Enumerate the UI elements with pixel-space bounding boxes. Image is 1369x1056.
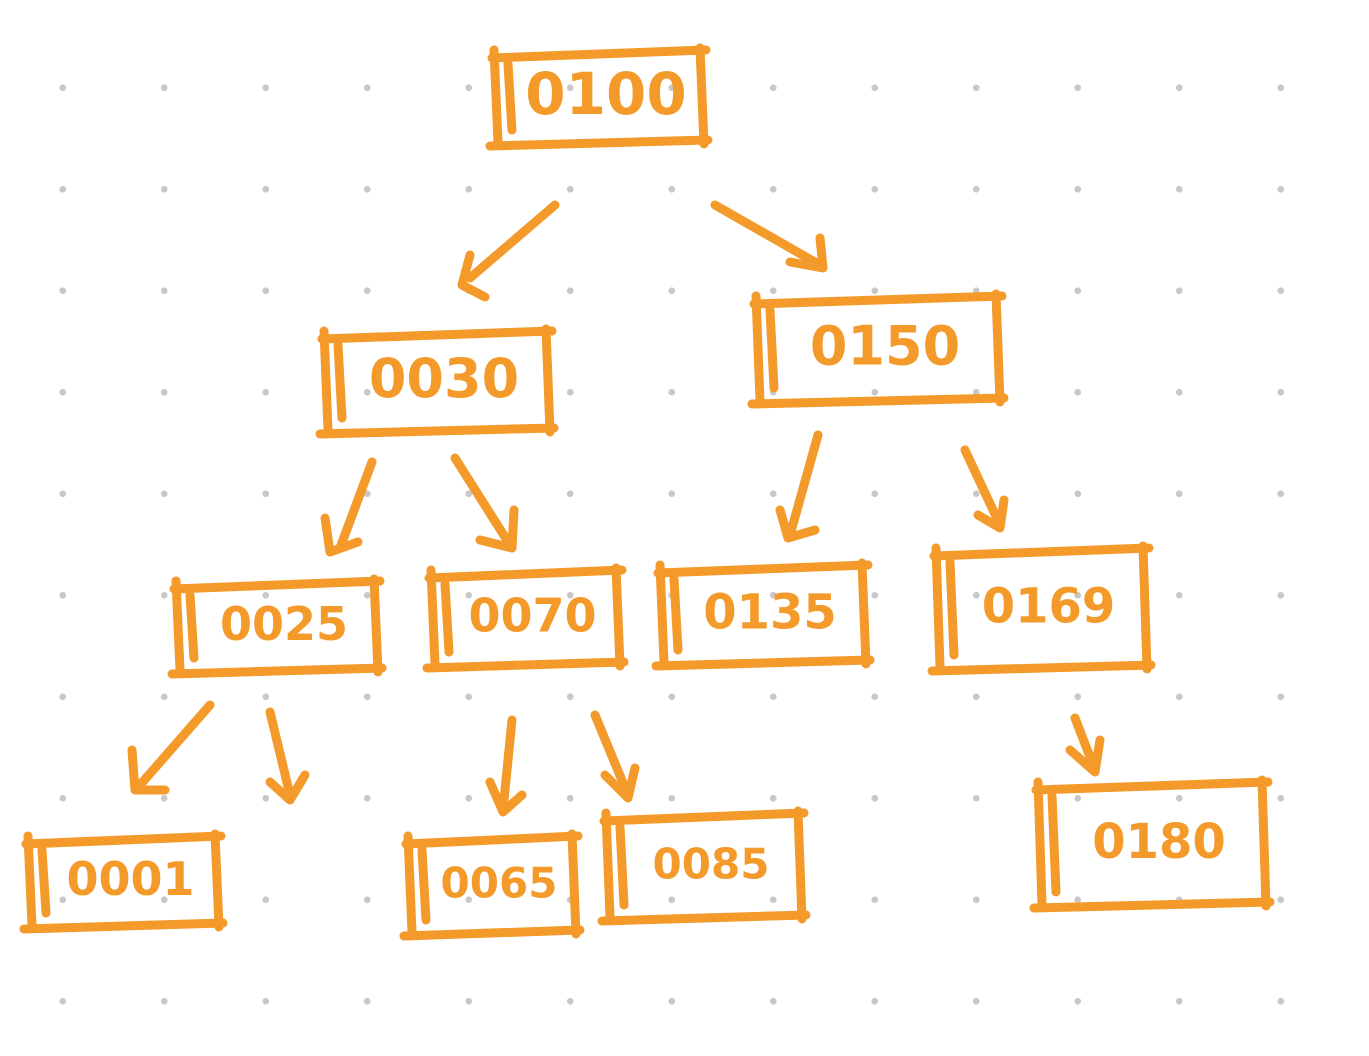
node-box — [167, 574, 387, 679]
edge-0150-to-0169 — [960, 445, 1009, 533]
tree-node-0085: 0085 — [597, 806, 811, 926]
arrow-line — [710, 200, 825, 270]
edge-0025-to-empty — [265, 707, 310, 805]
arrow-line — [785, 430, 823, 540]
arrow-head — [775, 505, 820, 543]
node-label: 0025 — [220, 597, 348, 651]
edges-layer — [127, 200, 1105, 817]
tree-node-0180: 0180 — [1029, 775, 1275, 913]
tree-node-0025: 0025 — [167, 574, 387, 679]
node-box — [597, 806, 811, 926]
edge-0169-to-0180 — [1065, 713, 1105, 777]
arrow-head — [600, 763, 640, 803]
edge-0070-to-0065 — [485, 715, 527, 817]
edge-0030-to-0025 — [320, 457, 377, 557]
arrow-head — [973, 495, 1009, 533]
node-box — [19, 829, 228, 934]
edge-0025-to-0001 — [127, 700, 215, 795]
node-label: 0169 — [982, 579, 1116, 635]
edge-0150-to-0135 — [775, 430, 823, 543]
tree-node-0001: 0001 — [19, 829, 228, 934]
node-box — [315, 324, 559, 439]
node-box — [485, 43, 713, 151]
arrow-head — [320, 513, 363, 557]
arrow-line — [135, 700, 215, 790]
node-box — [651, 558, 875, 671]
arrow-head — [1065, 735, 1105, 777]
tree-node-0150: 0150 — [747, 289, 1009, 409]
node-label: 0135 — [703, 585, 837, 641]
node-box — [422, 563, 629, 673]
arrow-head — [785, 233, 828, 273]
arrow-line — [960, 445, 1005, 530]
node-label: 0065 — [441, 859, 558, 908]
edge-0070-to-0085 — [590, 710, 640, 803]
node-box — [747, 289, 1009, 409]
arrow-line — [265, 707, 295, 800]
node-box — [399, 829, 585, 941]
edge-0100-to-0030 — [457, 200, 560, 302]
edge-0100-to-0150 — [710, 200, 828, 273]
arrow-head — [457, 250, 490, 302]
node-label: 0100 — [525, 60, 686, 128]
arrow-line — [1070, 713, 1100, 775]
node-label: 0030 — [369, 347, 519, 410]
nodes-layer: 0100 0030 0150 0025 0070 0135 0169 0001 0065 0085… — [19, 43, 1275, 941]
arrow-line — [450, 453, 515, 550]
tree-node-0030: 0030 — [315, 324, 559, 439]
tree-node-0070: 0070 — [422, 563, 629, 673]
arrow-line — [335, 457, 377, 553]
arrow-line — [465, 200, 560, 283]
node-label: 0180 — [1092, 814, 1226, 870]
node-label: 0085 — [653, 840, 770, 889]
arrow-head — [475, 505, 519, 553]
arrow-head — [127, 745, 170, 795]
node-box — [1029, 775, 1275, 913]
node-box — [927, 541, 1156, 676]
node-label: 0001 — [66, 852, 194, 906]
arrow-head — [265, 770, 310, 805]
arrow-line — [590, 710, 633, 800]
edge-0030-to-0070 — [450, 453, 519, 553]
node-label: 0070 — [468, 589, 596, 643]
arrow-line — [498, 715, 517, 815]
tree-node-0135: 0135 — [651, 558, 875, 671]
tree-node-0065: 0065 — [399, 829, 585, 941]
node-label: 0150 — [810, 315, 960, 378]
tree-node-0169: 0169 — [927, 541, 1156, 676]
tree-node-0100: 0100 — [485, 43, 713, 151]
arrow-head — [485, 777, 527, 817]
